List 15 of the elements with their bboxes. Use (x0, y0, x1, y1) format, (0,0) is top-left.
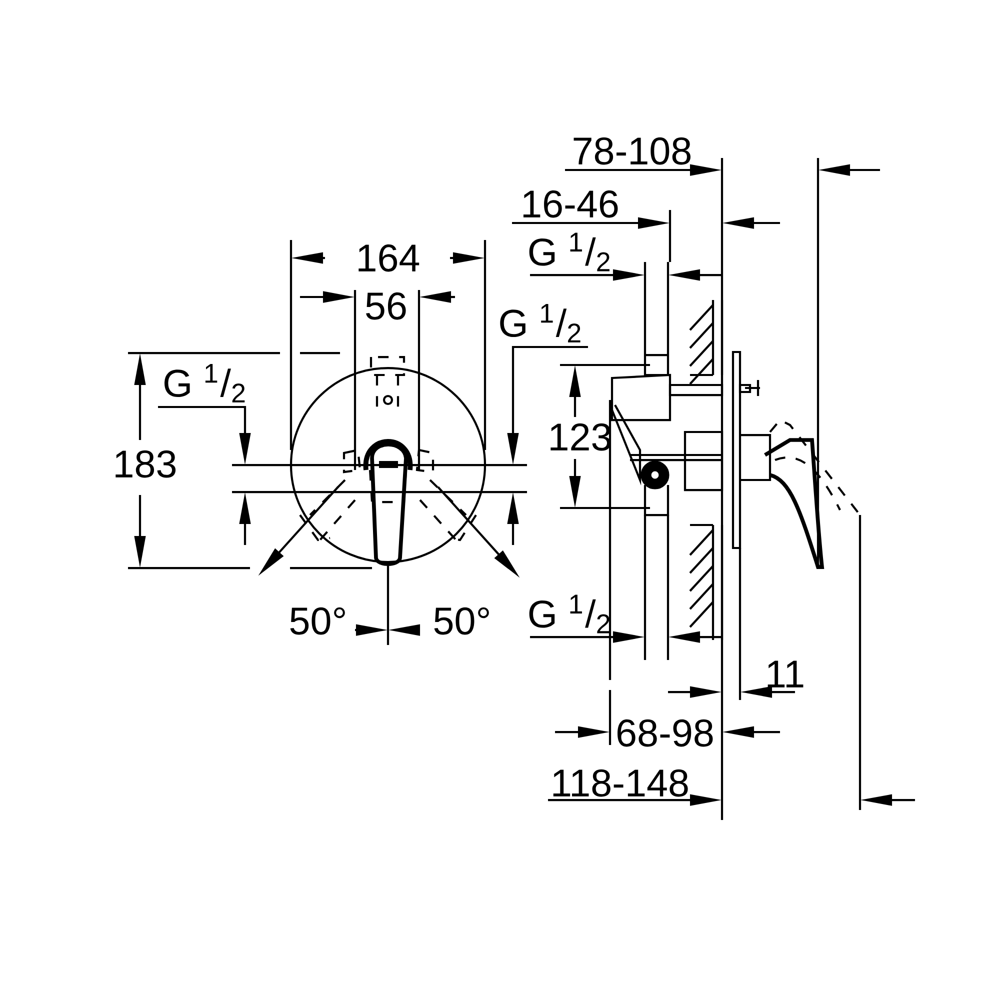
dimension-label: 16-46 (523, 190, 618, 218)
thread-label: G $^{1}$/$_{2}$ (164, 364, 245, 402)
angle-label: 50° (290, 607, 345, 635)
dimension-label: 118-148 (553, 769, 688, 797)
dimension-label: 183 (116, 450, 176, 478)
thread-label: G $^{1}$/$_{2}$ (529, 232, 610, 272)
thread-label: G $^{1}$/$_{2}$ (529, 594, 610, 634)
dimension-label: 78-108 (574, 137, 690, 165)
angle-label: 50° (434, 607, 489, 635)
dimension-label: 68-98 (618, 719, 713, 747)
dimension-label: 164 (358, 244, 420, 272)
dimension-label: 11 (768, 660, 804, 688)
dimension-label: 56 (366, 292, 406, 320)
thread-label: G $^{1}$/$_{2}$ (500, 304, 580, 342)
dimension-label: 123 (550, 423, 611, 451)
